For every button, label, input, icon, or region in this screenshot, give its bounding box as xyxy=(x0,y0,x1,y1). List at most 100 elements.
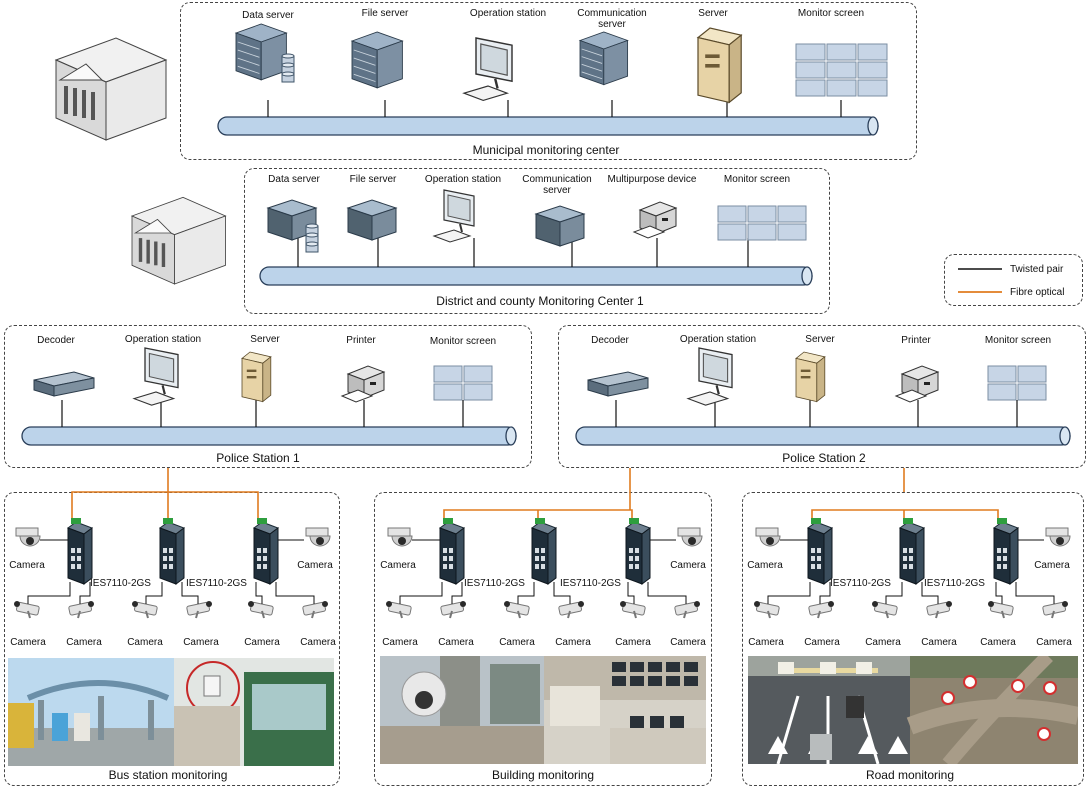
camera-label: Camera xyxy=(747,560,783,571)
bus-bullet-camera-icon xyxy=(302,601,328,619)
bus-camera-link xyxy=(275,582,315,604)
site-caption: Road monitoring xyxy=(865,768,955,782)
camera-label: Camera xyxy=(66,637,102,648)
switch-model-label: IES7110-2GS xyxy=(560,578,621,589)
building-photo xyxy=(380,656,706,764)
road-camera-link xyxy=(1015,582,1055,604)
building-bullet-camera-icon xyxy=(440,601,466,619)
bus-bullet-camera-icon xyxy=(68,601,94,619)
police2-monitor-screen-icon xyxy=(987,365,1047,401)
building-switch-icon xyxy=(438,518,466,585)
district-backbone-bus xyxy=(259,266,813,286)
data-server-icon xyxy=(234,23,288,81)
district-center-title: District and county Monitoring Center 1 xyxy=(436,294,644,308)
camera-label: Camera xyxy=(865,637,901,648)
district-center-box xyxy=(244,168,830,314)
camera-label: Camera xyxy=(244,637,280,648)
bus-camera-link xyxy=(145,582,163,604)
building-camera-link xyxy=(553,582,571,604)
municipal-center-box xyxy=(180,2,917,160)
bus-station-photo xyxy=(8,658,334,766)
road-bullet-camera-icon xyxy=(754,601,780,619)
road-camera-link xyxy=(885,582,903,604)
bus-camera-link xyxy=(79,582,91,604)
district-device-label: File server xyxy=(349,174,397,185)
camera-label: Camera xyxy=(499,637,535,648)
municipal-device-label: Operation station xyxy=(469,8,547,19)
legend-twisted-pair: Twisted pair xyxy=(1010,264,1064,275)
police1-device-label: Server xyxy=(250,334,280,345)
file-server-icon xyxy=(346,199,398,241)
municipal-device-label: Data server xyxy=(242,10,294,21)
bus-dome-camera-icon xyxy=(15,527,41,547)
camera-label: Camera xyxy=(9,560,45,571)
road-switch-icon xyxy=(898,518,926,585)
road-bullet-camera-icon xyxy=(1042,601,1068,619)
building-camera-link xyxy=(627,582,635,604)
district-building-icon xyxy=(130,196,227,285)
building-bullet-camera-icon xyxy=(558,601,584,619)
monitor-screen-wall-icon xyxy=(795,43,888,97)
site-caption: Bus station monitoring xyxy=(108,768,228,782)
police2-device-label: Decoder xyxy=(591,335,629,346)
camera-label: Camera xyxy=(300,637,336,648)
camera-label: Camera xyxy=(670,637,706,648)
operation-station-icon xyxy=(462,37,513,102)
road-dome-camera-icon xyxy=(1045,527,1071,547)
camera-label: Camera xyxy=(10,637,46,648)
police1-device-label: Decoder xyxy=(37,335,75,346)
camera-label: Camera xyxy=(382,637,418,648)
camera-label: Camera xyxy=(748,637,784,648)
building-bullet-camera-icon xyxy=(504,601,530,619)
municipal-backbone-bus xyxy=(217,116,879,136)
site-caption: Building monitoring xyxy=(491,768,595,782)
police1-printer-icon xyxy=(340,365,386,403)
road-bullet-camera-icon xyxy=(808,601,834,619)
building-dome-camera-icon xyxy=(387,527,413,547)
camera-label: Camera xyxy=(980,637,1016,648)
police1-monitor-screen-icon xyxy=(433,365,493,401)
camera-label: Camera xyxy=(921,637,957,648)
file-server-icon xyxy=(350,31,404,89)
bus-switch-icon xyxy=(66,518,94,585)
bus-bullet-camera-icon xyxy=(14,601,40,619)
bus-bullet-camera-icon xyxy=(132,601,158,619)
camera-label: Camera xyxy=(670,560,706,571)
road-photo xyxy=(748,656,1078,764)
road-camera-link xyxy=(767,582,811,604)
camera-label: Camera xyxy=(380,560,416,571)
municipal-device-label: Communication server xyxy=(577,8,647,30)
bus-camera-link xyxy=(181,582,199,604)
disk-array-icon xyxy=(281,53,295,83)
camera-label: Camera xyxy=(127,637,163,648)
police1-device-label: Operation station xyxy=(124,334,202,345)
switch-model-label: IES7110-2GS xyxy=(186,578,247,589)
police2-device-label: Monitor screen xyxy=(984,335,1052,346)
communication-server-icon xyxy=(578,31,629,86)
building-switch-icon xyxy=(530,518,558,585)
legend-fibre-optical: Fibre optical xyxy=(1010,287,1065,298)
camera-label: Camera xyxy=(804,637,840,648)
police2-operation-station-icon xyxy=(686,347,733,406)
switch-model-label: IES7110-2GS xyxy=(924,578,985,589)
building-camera-link xyxy=(517,582,535,604)
camera-label: Camera xyxy=(615,637,651,648)
switch-model-label: IES7110-2GS xyxy=(464,578,525,589)
building-dome-camera-icon xyxy=(677,527,703,547)
building-bullet-camera-icon xyxy=(620,601,646,619)
district-device-label: Multipurpose device xyxy=(607,174,697,185)
building-site-box xyxy=(374,492,712,786)
communication-server-icon xyxy=(534,205,586,247)
police-station-1-box xyxy=(4,325,532,468)
camera-label: Camera xyxy=(297,560,333,571)
police-station-1-title: Police Station 1 xyxy=(216,451,300,465)
police-station-2-box xyxy=(558,325,1086,468)
district-device-label: Data server xyxy=(268,174,320,185)
disk-array-icon xyxy=(305,223,319,253)
police1-backbone-bus xyxy=(21,426,517,446)
police2-device-label: Printer xyxy=(901,335,931,346)
switch-model-label: IES7110-2GS xyxy=(830,578,891,589)
district-device-label: Monitor screen xyxy=(723,174,791,185)
road-switch-icon xyxy=(992,518,1020,585)
camera-label: Camera xyxy=(1034,560,1070,571)
